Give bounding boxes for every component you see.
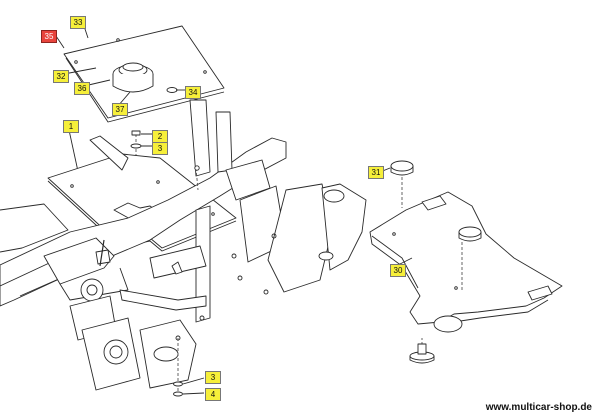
callout-c4: 4 [205, 388, 221, 401]
bolt-group-bottom [173, 338, 205, 398]
callout-c36: 36 [74, 82, 90, 95]
watermark-text: www.multicar-shop.de [485, 402, 592, 413]
callout-c1: 1 [63, 120, 79, 133]
callout-c3a: 3 [152, 142, 168, 155]
callout-c32: 32 [53, 70, 69, 83]
callout-c33: 33 [70, 16, 86, 29]
leader-32 [63, 67, 97, 75]
callout-c3b: 3 [205, 371, 221, 384]
cover-plate-33 [63, 25, 225, 123]
floor-plate-1 [47, 135, 237, 252]
callout-c30: 30 [390, 264, 406, 277]
rubber-buffer-31 [379, 160, 482, 242]
callout-c35: 35 [41, 30, 57, 43]
bracket-30 [369, 191, 563, 364]
chassis-frame [0, 99, 367, 391]
leader-35 [55, 35, 65, 49]
callout-c37: 37 [112, 103, 128, 116]
callout-c34: 34 [185, 86, 201, 99]
callout-c31: 31 [368, 166, 384, 179]
